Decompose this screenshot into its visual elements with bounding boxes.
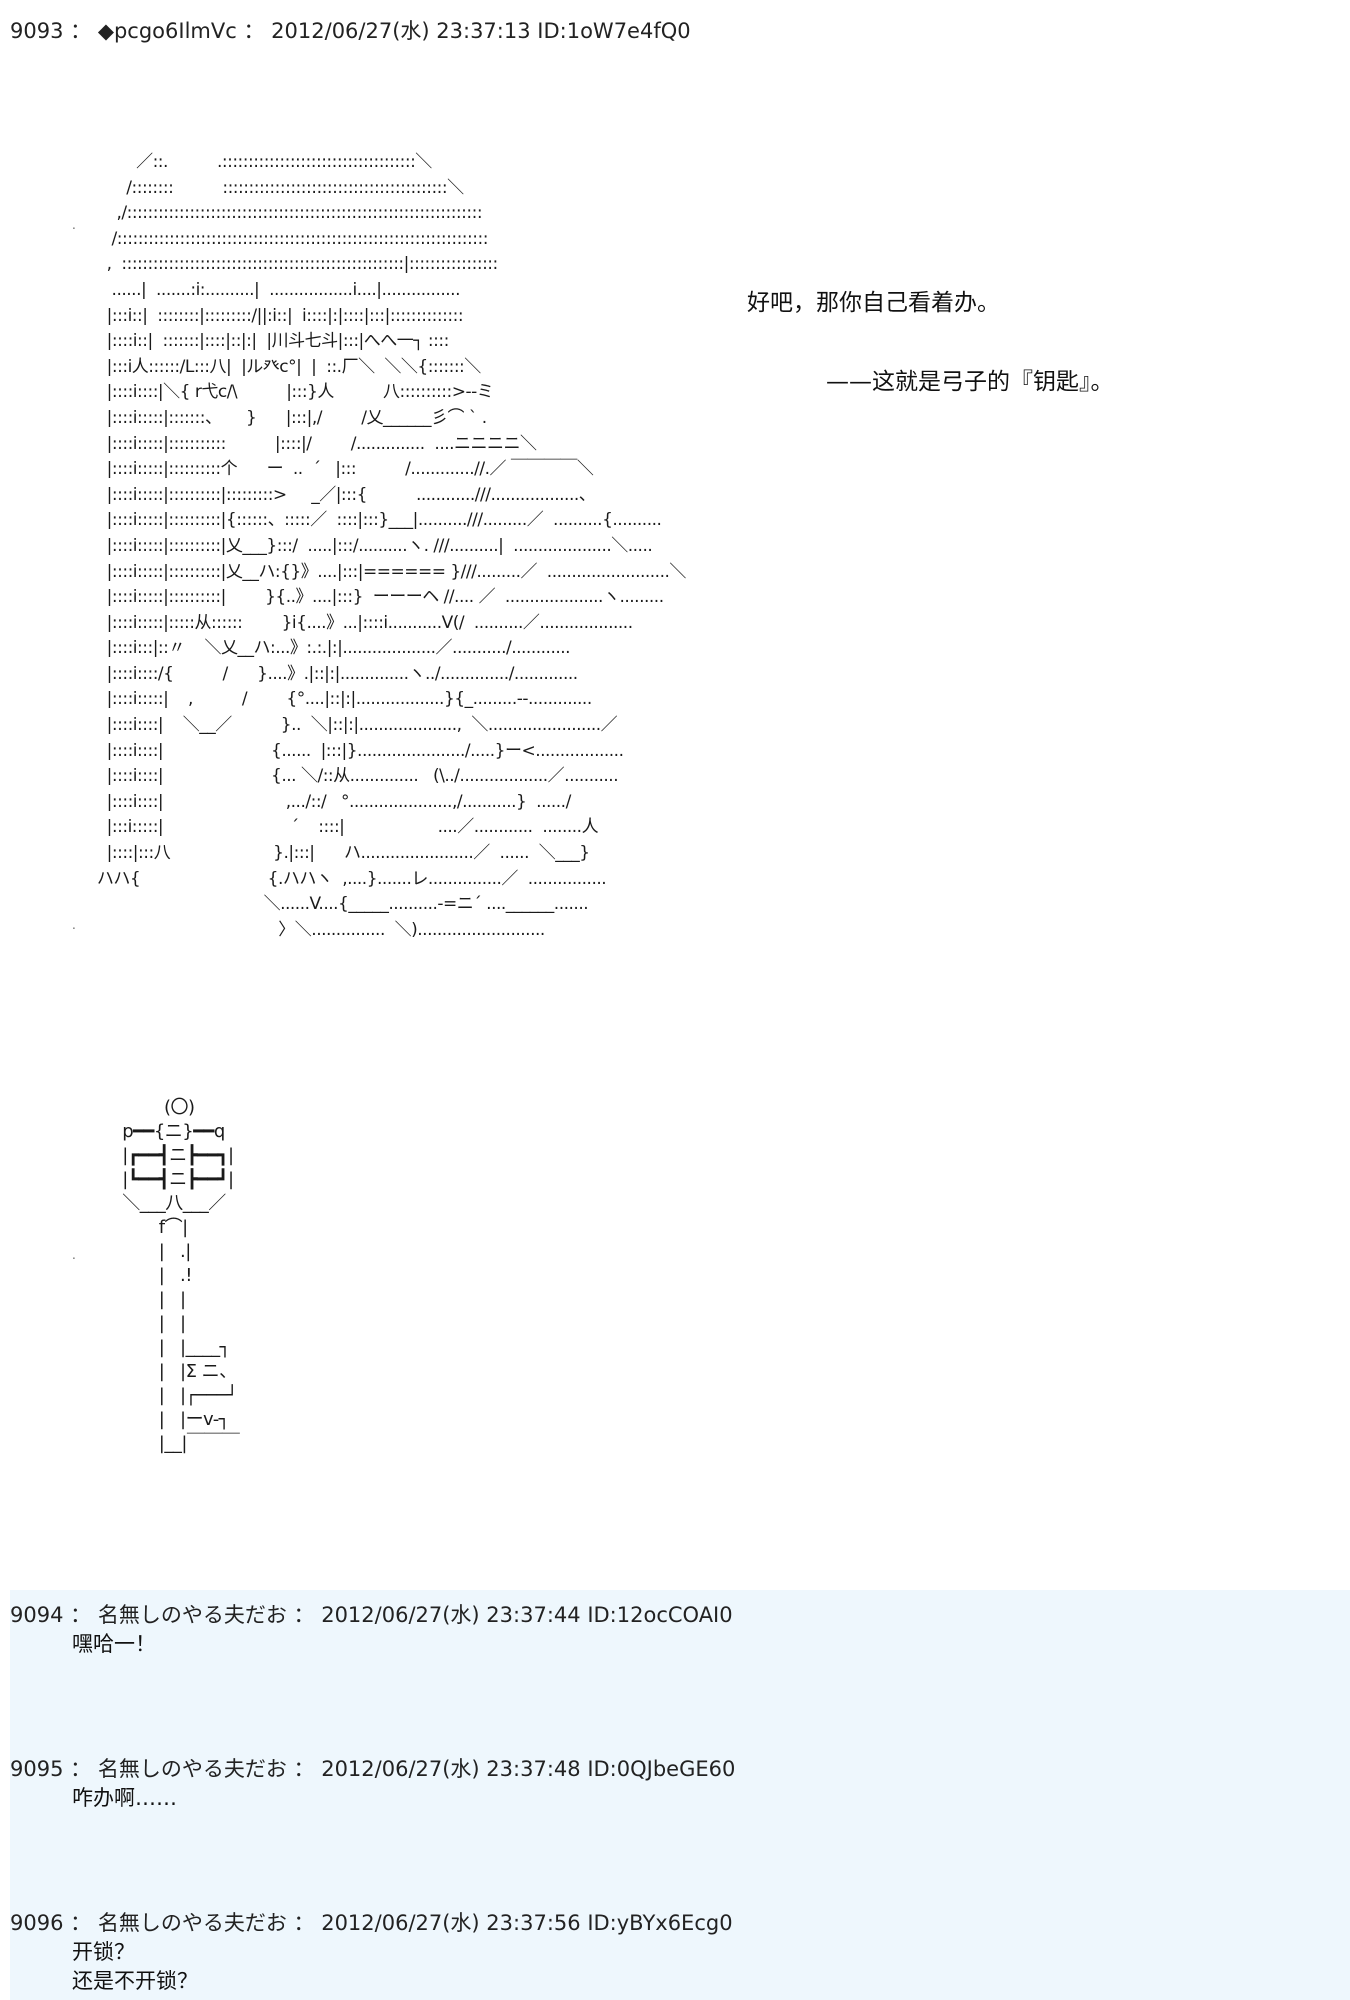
narration-line: 好吧，那你自己看着办。 — [747, 290, 1000, 316]
poster-id[interactable]: ID:0QJbeGE60 — [587, 1757, 736, 1781]
poster-name: 名無しのやる夫だお — [97, 1603, 287, 1627]
post-number[interactable]: 9095 — [10, 1757, 64, 1781]
narration-line: ——这就是弓子的『钥匙』。 — [826, 369, 1114, 395]
post-number[interactable]: 9096 — [10, 1911, 64, 1935]
post-body: 嘿哈一！ — [72, 1632, 156, 1656]
post-header: 9093 ： ◆pcgo6IlmVc ： 2012/06/27(水) 23:37… — [10, 18, 691, 44]
separator: ： — [70, 1603, 92, 1627]
post-number[interactable]: 9093 — [10, 19, 64, 43]
highlight-band — [10, 1590, 1350, 2000]
post-date: 2012/06/27(水) 23:37:56 — [321, 1911, 581, 1935]
separator: ： — [70, 19, 92, 43]
bullet-dot: . — [72, 1248, 76, 1262]
poster-name: ◆pcgo6IlmVc — [97, 19, 237, 43]
post-9095: 9095 ： 名無しのやる夫だお ： 2012/06/27(水) 23:37:4… — [0, 1756, 1350, 1906]
poster-id[interactable]: ID:1oW7e4fQ0 — [537, 19, 691, 43]
separator: ： — [293, 1757, 315, 1781]
post-date: 2012/06/27(水) 23:37:48 — [321, 1757, 581, 1781]
post-body: 咋办啊…… — [72, 1786, 177, 1810]
post-header: 9095 ： 名無しのやる夫だお ： 2012/06/27(水) 23:37:4… — [10, 1756, 735, 1782]
post-date: 2012/06/27(水) 23:37:13 — [271, 19, 531, 43]
post-header: 9094 ： 名無しのやる夫だお ： 2012/06/27(水) 23:37:4… — [10, 1602, 733, 1628]
separator: ： — [293, 1911, 315, 1935]
post-number[interactable]: 9094 — [10, 1603, 64, 1627]
bullet-dot: . — [72, 218, 76, 232]
separator: ： — [293, 1603, 315, 1627]
poster-name: 名無しのやる夫だお — [97, 1757, 287, 1781]
ascii-art-key: (〇) p━━{ニ}━━q |┏━━┫ニ┣━━┓| |┗━━┫ニ┣━━┛| ＼_… — [122, 1097, 240, 1454]
bullet-dot: . — [72, 918, 76, 932]
poster-id[interactable]: ID:yBYx6Ecg0 — [587, 1911, 733, 1935]
separator: ： — [70, 1911, 92, 1935]
ascii-art-figure: ／::. .::::::::::::::::::::::::::::::::::… — [96, 152, 687, 940]
post-9096: 9096 ： 名無しのやる夫だお ： 2012/06/27(水) 23:37:5… — [0, 1910, 1350, 2000]
separator: ： — [70, 1757, 92, 1781]
poster-id[interactable]: ID:12ocCOAI0 — [587, 1603, 733, 1627]
separator: ： — [243, 19, 265, 43]
post-header: 9096 ： 名無しのやる夫だお ： 2012/06/27(水) 23:37:5… — [10, 1910, 733, 1936]
post-9093: 9093 ： ◆pcgo6IlmVc ： 2012/06/27(水) 23:37… — [10, 18, 1114, 1454]
poster-name: 名無しのやる夫だお — [97, 1911, 287, 1935]
post-date: 2012/06/27(水) 23:37:44 — [321, 1603, 581, 1627]
post-body: 开锁？ 还是不开锁？ — [72, 1940, 198, 1993]
post-9094: 9094 ： 名無しのやる夫だお ： 2012/06/27(水) 23:37:4… — [0, 1602, 1350, 1752]
